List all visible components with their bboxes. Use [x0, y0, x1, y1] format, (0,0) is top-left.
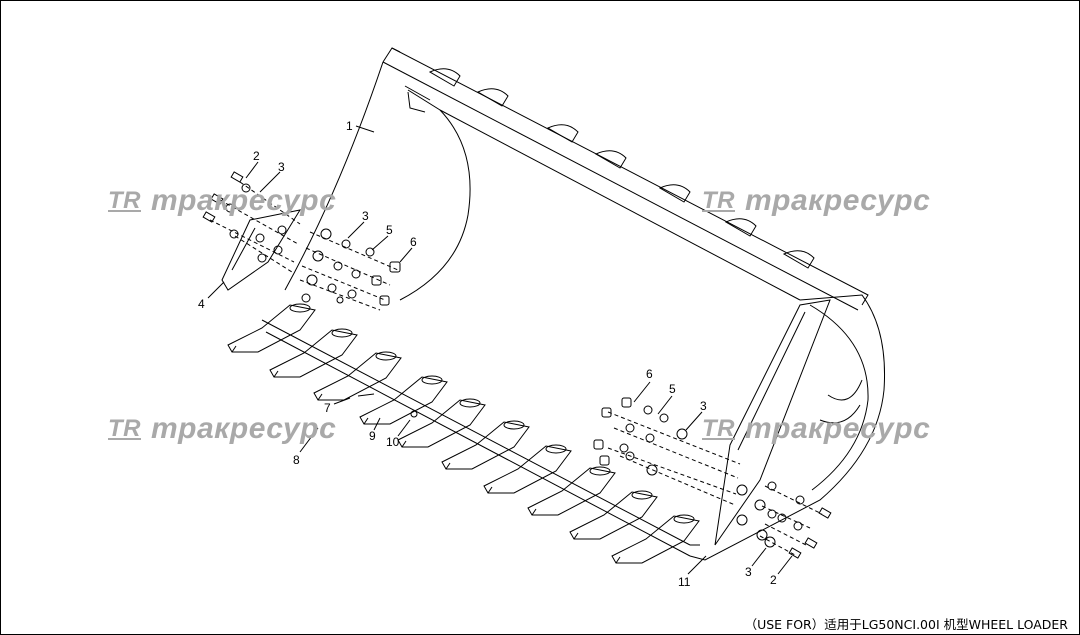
left-side-cutter — [221, 209, 302, 291]
watermark-text: тракресурс — [151, 184, 337, 217]
watermark: TR тракресурс — [108, 184, 336, 218]
callout-7: 7 — [324, 401, 331, 415]
watermark-logo: TR — [108, 415, 141, 442]
callout-6: 6 — [646, 367, 653, 381]
callout-3: 3 — [362, 209, 369, 223]
drawing-caption: （USE FOR）适用于LG50NCI.00I 机型WHEEL LOADER — [744, 617, 1068, 632]
watermark: TR тракресурс — [702, 412, 930, 446]
bucket-teeth — [227, 303, 700, 564]
watermark-text: тракресурс — [745, 184, 931, 217]
callout-3: 3 — [745, 565, 752, 579]
callout-labels: 1 2 3 3 5 6 4 7 8 9 10 6 5 3 11 3 2 — [198, 119, 777, 589]
callout-4: 4 — [198, 297, 205, 311]
callout-6: 6 — [410, 235, 417, 249]
callout-1: 1 — [346, 119, 353, 133]
watermark-logo: TR — [702, 415, 735, 442]
leader-lines — [207, 125, 793, 575]
left-fasteners — [202, 171, 401, 306]
callout-3: 3 — [700, 399, 707, 413]
bucket-body — [261, 47, 885, 561]
right-fasteners — [593, 397, 832, 559]
watermark-text: тракресурс — [745, 412, 931, 445]
callout-2: 2 — [253, 149, 260, 163]
callout-9: 9 — [369, 429, 376, 443]
watermark: TR тракресурс — [702, 184, 930, 218]
left-alignment-lines — [209, 181, 399, 311]
watermark: TR тракресурс — [108, 412, 336, 446]
watermark-text: тракресурс — [151, 412, 337, 445]
right-alignment-lines — [607, 411, 823, 556]
callout-5: 5 — [386, 223, 393, 237]
callout-10: 10 — [386, 435, 400, 449]
callout-5: 5 — [669, 382, 676, 396]
callout-3: 3 — [278, 160, 285, 174]
callout-11: 11 — [678, 575, 691, 589]
callout-2: 2 — [770, 573, 777, 587]
watermark-logo: TR — [108, 187, 141, 214]
callout-8: 8 — [293, 453, 300, 467]
watermark-logo: TR — [702, 187, 735, 214]
